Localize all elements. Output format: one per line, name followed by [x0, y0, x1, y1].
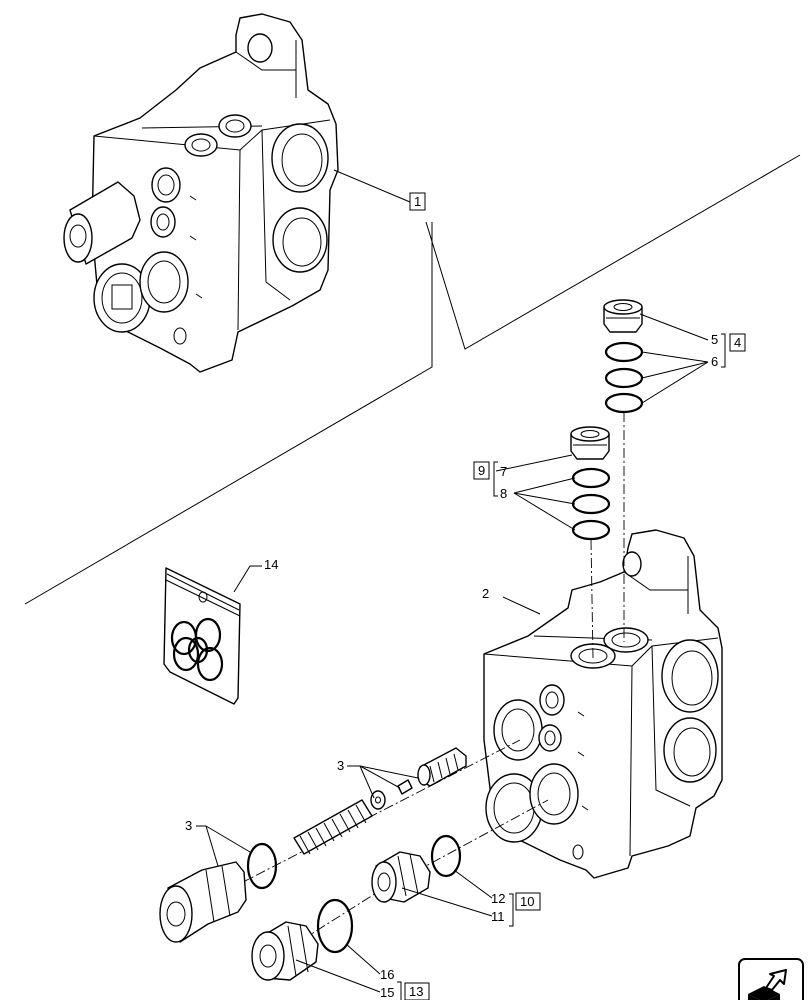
axis-plug-9: [590, 539, 594, 659]
callout-10-box: [515, 892, 541, 911]
callout-brackets: [397, 333, 726, 1000]
axis-plug-10: [399, 799, 549, 881]
plug-assembly-13: [251, 898, 354, 981]
callout-1-box: [409, 192, 426, 211]
callout-1: 1: [414, 194, 421, 209]
callout-3-cap: 3: [185, 818, 192, 833]
leader-lines: [196, 169, 709, 993]
callout-7: 7: [500, 464, 507, 479]
plug-assembly-10: [371, 834, 462, 903]
callout-9: 9: [478, 463, 485, 478]
callout-13-box: [404, 982, 430, 1000]
callout-2: 2: [482, 586, 489, 601]
divider-line-left: [24, 222, 433, 605]
callout-4-box: [729, 333, 746, 352]
callout-3-poppet: 3: [337, 758, 344, 773]
callout-10: 10: [520, 894, 534, 909]
callout-16: 16: [380, 967, 394, 982]
callout-4: 4: [734, 335, 741, 350]
seal-kit-bag: [163, 567, 241, 705]
callout-8: 8: [500, 486, 507, 501]
callout-11: 11: [491, 909, 505, 924]
valve-body-lower: [483, 529, 723, 879]
callout-5: 5: [711, 332, 718, 347]
spool-parts-3: [159, 747, 467, 943]
next-page-arrow-icon: [748, 969, 787, 1000]
callout-9-box: [473, 461, 490, 480]
callout-14: 14: [264, 557, 278, 572]
valve-assembly-upper: [63, 13, 339, 373]
divider-line-right: [425, 154, 801, 350]
callout-6: 6: [711, 354, 718, 369]
next-page-button[interactable]: [738, 958, 804, 1000]
plug-assembly-4: [603, 299, 644, 414]
callout-13: 13: [409, 984, 423, 999]
plug-assembly-9: [570, 426, 611, 541]
callout-12: 12: [491, 891, 505, 906]
callout-15: 15: [380, 985, 394, 1000]
